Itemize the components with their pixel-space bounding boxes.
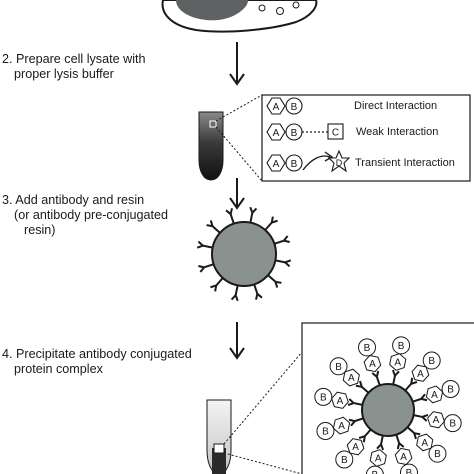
protein-a-label: A [394,357,401,368]
antibody-icon [230,285,239,302]
protein-a-label: A [421,438,428,449]
arrow-down-1 [229,42,245,86]
antibody-icon [249,206,258,223]
bound-protein-complex: AB [335,438,365,469]
weak-interaction-icon [266,123,344,141]
protein-b-label: B [322,426,329,437]
protein-a-label: A [375,454,382,465]
protein-b-label: B [447,385,454,396]
antibody-icon [371,370,381,386]
protein-b-label: B [291,102,298,113]
antibody-icon [358,428,372,443]
protein-b-label: B [434,449,441,460]
protein-b-label: B [428,356,435,367]
legend-transient-label: Transient Interaction [355,157,455,169]
protein-b-label: B [291,159,298,170]
antibody-icon [404,377,418,392]
protein-a-label: A [337,396,344,407]
step-3-line-2: (or antibody pre-conjugated [14,208,169,222]
step-4-label: 4. Precipitate antibody conjugated prote… [2,347,192,377]
protein-b-label: B [335,362,342,373]
arrow-down-2 [229,178,245,210]
protein-a-label: A [433,415,440,426]
protein-b-label: B [291,128,298,139]
bound-protein-complex: AB [394,447,418,474]
antibody-icon [413,413,429,422]
protein-b-label: B [364,343,371,354]
antibody-icon [347,398,363,407]
bound-protein-complex: AB [416,433,447,463]
protein-b-label: B [449,419,456,430]
step-2-line-2: proper lysis buffer [14,67,114,81]
protein-b-label: B [398,341,405,352]
antibody-icon [198,263,214,273]
protein-c-label: C [332,128,339,139]
step-2-label: 2. Prepare cell lysate with proper lysis… [2,52,146,82]
antibody-icon [210,277,224,292]
resin-bead [211,221,277,287]
step-3-line-3: resin) [24,223,56,237]
precipitate-tube [206,351,303,474]
flow-arrows [229,42,245,360]
bound-protein-complex: AB [316,416,351,440]
immunoprecipitated-complex: ABABABABABABABABABABABAB [314,336,462,474]
bound-protein-complex: AB [389,336,411,371]
protein-a-label: A [417,369,424,380]
antibody-icon [206,220,221,234]
antibody-icon [391,369,400,385]
protein-b-label: B [372,470,379,474]
step-4-line-2: protein complex [14,362,103,376]
protein-a-label: A [431,390,438,401]
antibody-icon [275,259,292,268]
antibody-icon [395,434,405,450]
protein-a-label: A [273,128,280,139]
antibody-icon [264,216,278,231]
bound-protein-complex: AB [329,357,360,387]
protein-a-label: A [338,421,345,432]
step-2-line-1: 2. Prepare cell lysate with [2,52,146,66]
bound-protein-complex: AB [411,351,441,382]
protein-b-label: B [406,468,413,474]
antibody-icon [355,380,370,394]
interaction-legend [261,94,471,182]
bound-protein-complex: AB [314,387,349,409]
protein-b-label: B [320,392,327,403]
antibody-icon [412,393,428,403]
step-3-line-1: 3. Add antibody and resin [2,193,145,207]
antibody-icon [225,208,235,224]
antibody-icon [196,240,213,249]
step-3-label: 3. Add antibody and resin (or antibody p… [2,193,168,238]
protein-a-label: A [369,359,376,370]
protein-a-label: A [273,159,280,170]
antibody-icon [274,235,290,245]
antibody-icon [267,274,282,288]
protein-b-label: B [341,455,348,466]
antibody-icon [376,435,385,451]
cell-illustration [161,0,318,33]
lysate-tube [198,94,263,182]
arrow-down-3 [229,322,245,360]
transient-interaction-icon [266,149,351,173]
bound-protein-complex: AB [358,338,382,373]
legend-direct-label: Direct Interaction [354,100,438,112]
resin-bead [361,383,415,437]
direct-interaction-icon [266,97,303,115]
protein-a-label: A [348,373,355,384]
antibody-icon [406,426,421,440]
protein-a-label: A [273,102,280,113]
protein-a-label: A [400,452,407,463]
antibody-icon [348,417,364,427]
protein-d-label: D [336,158,343,168]
resin-bead-with-antibodies [196,206,292,302]
antibody-icon [253,284,263,300]
protein-a-label: A [352,442,359,453]
legend-weak-label: Weak Interaction [356,126,439,138]
step-4-line-1: 4. Precipitate antibody conjugated [2,347,192,361]
bound-protein-complex: AB [365,449,387,474]
